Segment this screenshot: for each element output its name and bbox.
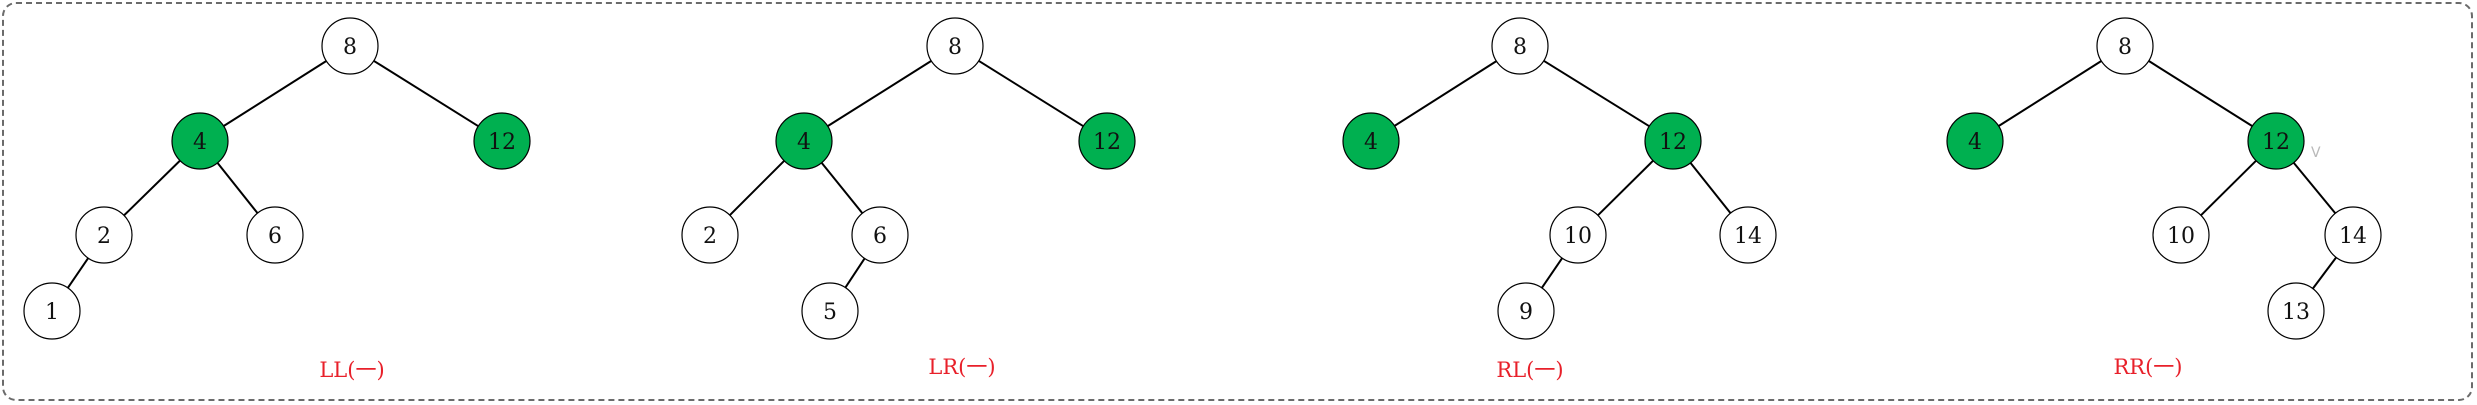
node-label: 8 (948, 35, 962, 60)
tree-edge (373, 59, 479, 128)
node-label: 12 (1093, 130, 1121, 155)
tree-edge (2292, 162, 2337, 214)
node-circle (1719, 206, 1777, 264)
node-circle (926, 17, 984, 75)
tree-node-10: 10 (1549, 206, 1607, 264)
node-label: 8 (2118, 35, 2132, 60)
tree-node-12: 12 (473, 112, 531, 170)
rotation-case-caption: LL(一) (319, 358, 384, 382)
node-label: 4 (797, 130, 811, 155)
tree-node-12: 12 (1078, 112, 1136, 170)
tree-edge (223, 60, 327, 127)
tree-edge (216, 162, 259, 214)
node-label: 6 (268, 224, 282, 249)
tree-node-1: 1 (23, 282, 81, 340)
node-label: 12 (2262, 130, 2290, 155)
node-label: 8 (343, 35, 357, 60)
tree-edge (1998, 60, 2102, 127)
node-label: 10 (2167, 224, 2195, 249)
node-label: 12 (488, 130, 516, 155)
tree-node-8: 8 (1491, 17, 1549, 75)
tree-edge (2312, 256, 2337, 290)
node-circle (2324, 206, 2382, 264)
node-circle (2152, 206, 2210, 264)
tree-edge (1689, 162, 1732, 214)
watermark-mark: V (2311, 145, 2321, 161)
rotation-case-caption: LR(一) (928, 355, 995, 379)
node-circle (75, 206, 133, 264)
tree-node-4: 4 (1946, 112, 2004, 170)
tree-node-14: 14 (2324, 206, 2382, 264)
node-label: 14 (2339, 224, 2367, 249)
node-label: 12 (1659, 130, 1687, 155)
tree-node-12: 12 (1644, 112, 1702, 170)
tree-edge (1394, 60, 1497, 127)
tree-edge (827, 60, 932, 127)
node-circle (1497, 282, 1555, 340)
tree-edge (729, 160, 785, 216)
tree-edge (1540, 257, 1564, 289)
node-label: 4 (193, 130, 207, 155)
node-label: 9 (1519, 300, 1533, 325)
tree-node-4: 4 (1342, 112, 1400, 170)
node-circle (851, 206, 909, 264)
tree-node-10: 10 (2152, 206, 2210, 264)
tree-edge (844, 257, 866, 289)
rotation-case-caption: RR(一) (2113, 355, 2182, 379)
node-label: 4 (1364, 130, 1378, 155)
rotation-case-caption: RL(一) (1496, 358, 1563, 382)
tree-edge (2148, 60, 2253, 127)
node-label: 8 (1513, 35, 1527, 60)
tree-node-2: 2 (75, 206, 133, 264)
node-circle (2267, 282, 2325, 340)
node-label: 6 (873, 224, 887, 249)
node-circle (2096, 17, 2154, 75)
node-label: 10 (1564, 224, 1592, 249)
tree-node-8: 8 (321, 17, 379, 75)
tree-node-12: 12 (2247, 112, 2305, 170)
node-label: 1 (45, 300, 59, 325)
node-circle (321, 17, 379, 75)
tree-node-4: 4 (775, 112, 833, 170)
tree-node-9: 9 (1497, 282, 1555, 340)
highlighted-node-circle (1946, 112, 2004, 170)
highlighted-node-circle (775, 112, 833, 170)
tree-edge (2200, 159, 2257, 217)
node-circle (1491, 17, 1549, 75)
highlighted-node-circle (1342, 112, 1400, 170)
node-circle (681, 206, 739, 264)
tree-node-2: 2 (681, 206, 739, 264)
tree-edge (820, 162, 864, 214)
tree-node-5: 5 (801, 282, 859, 340)
tree-edge (1543, 59, 1650, 128)
node-circle (246, 206, 304, 264)
tree-node-4: 4 (171, 112, 229, 170)
node-label: 4 (1968, 130, 1982, 155)
tree-node-6: 6 (851, 206, 909, 264)
highlighted-node-circle (171, 112, 229, 170)
node-circle (23, 282, 81, 340)
highlighted-node-circle (1644, 112, 1702, 170)
node-label: 2 (703, 224, 717, 249)
node-label: 5 (823, 300, 837, 325)
tree-edge (123, 159, 181, 217)
node-label: 2 (97, 224, 111, 249)
tree-edge (66, 257, 90, 289)
node-circle (801, 282, 859, 340)
tree-node-6: 6 (246, 206, 304, 264)
highlighted-node-circle (1078, 112, 1136, 170)
tree-edge (1597, 159, 1654, 217)
tree-node-8: 8 (2096, 17, 2154, 75)
tree-node-14: 14 (1719, 206, 1777, 264)
highlighted-node-circle (2247, 112, 2305, 170)
tree-node-8: 8 (926, 17, 984, 75)
node-label: 14 (1734, 224, 1762, 249)
node-label: 13 (2282, 300, 2310, 325)
highlighted-node-circle (473, 112, 531, 170)
tree-edge (978, 59, 1084, 128)
node-circle (1549, 206, 1607, 264)
tree-node-13: 13 (2267, 282, 2325, 340)
